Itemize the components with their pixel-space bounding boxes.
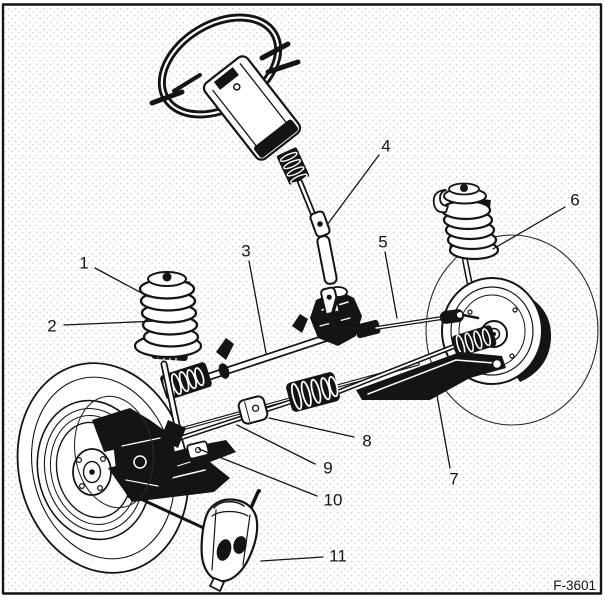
top-mount-tab — [432, 189, 449, 214]
callout-leader-10 — [198, 448, 318, 497]
anti-roll-bar-clamp — [237, 395, 269, 425]
callout-number-2: 2 — [47, 317, 56, 336]
left-strut-spring — [133, 271, 203, 362]
callout-leader-3 — [248, 260, 267, 354]
callout-number-10: 10 — [324, 491, 343, 510]
callout-number-11: 11 — [329, 547, 347, 566]
wheel-spoke — [172, 73, 202, 93]
callout-leader-7 — [435, 389, 451, 469]
left-strut-tube — [160, 360, 186, 448]
right-drive-axle — [335, 343, 458, 395]
tie-rod — [374, 309, 480, 330]
callout-number-7: 7 — [449, 470, 458, 489]
right-lower-control-arm — [356, 352, 506, 400]
callout-leader-2 — [63, 320, 158, 326]
callout-leader-5 — [384, 251, 398, 319]
steering-column — [202, 55, 316, 217]
tie-rod-end — [439, 309, 464, 324]
callout-number-4: 4 — [381, 137, 390, 156]
callout-leader-9 — [236, 424, 316, 465]
callout-leader-4 — [326, 154, 380, 226]
caliper-pointer-line — [130, 493, 208, 531]
callout-number-1: 1 — [79, 254, 88, 273]
callout-number-8: 8 — [362, 432, 371, 451]
subframe-mount-bracket — [186, 440, 210, 460]
outer-cv-boot — [451, 325, 497, 357]
callout-leader-6 — [492, 206, 566, 250]
column-stalk-left — [149, 89, 185, 106]
column-stalk-right — [259, 41, 291, 61]
right-front-wheel — [425, 234, 599, 426]
callout-number-3: 3 — [241, 242, 250, 261]
callout-layer: 1 2 3 4 5 6 7 8 9 10 11 — [47, 137, 579, 566]
column-stalk-right-2 — [265, 59, 301, 75]
callout-number-9: 9 — [323, 459, 332, 478]
callout-leader-8 — [268, 417, 355, 438]
callout-leader-11 — [260, 556, 324, 562]
callout-leader-1 — [94, 267, 150, 298]
left-brake-disc — [73, 395, 155, 509]
brake-caliper — [200, 489, 261, 592]
left-front-wheel — [16, 362, 190, 574]
column-coupling — [276, 147, 310, 185]
ball-joint — [491, 358, 503, 370]
callout-number-6: 6 — [570, 191, 579, 210]
right-strut-spring — [432, 182, 500, 323]
inner-cv-boot — [286, 372, 340, 412]
intermediate-shaft — [309, 210, 342, 325]
figure-code: F-3601 — [553, 578, 596, 593]
callout-number-5: 5 — [378, 233, 387, 252]
